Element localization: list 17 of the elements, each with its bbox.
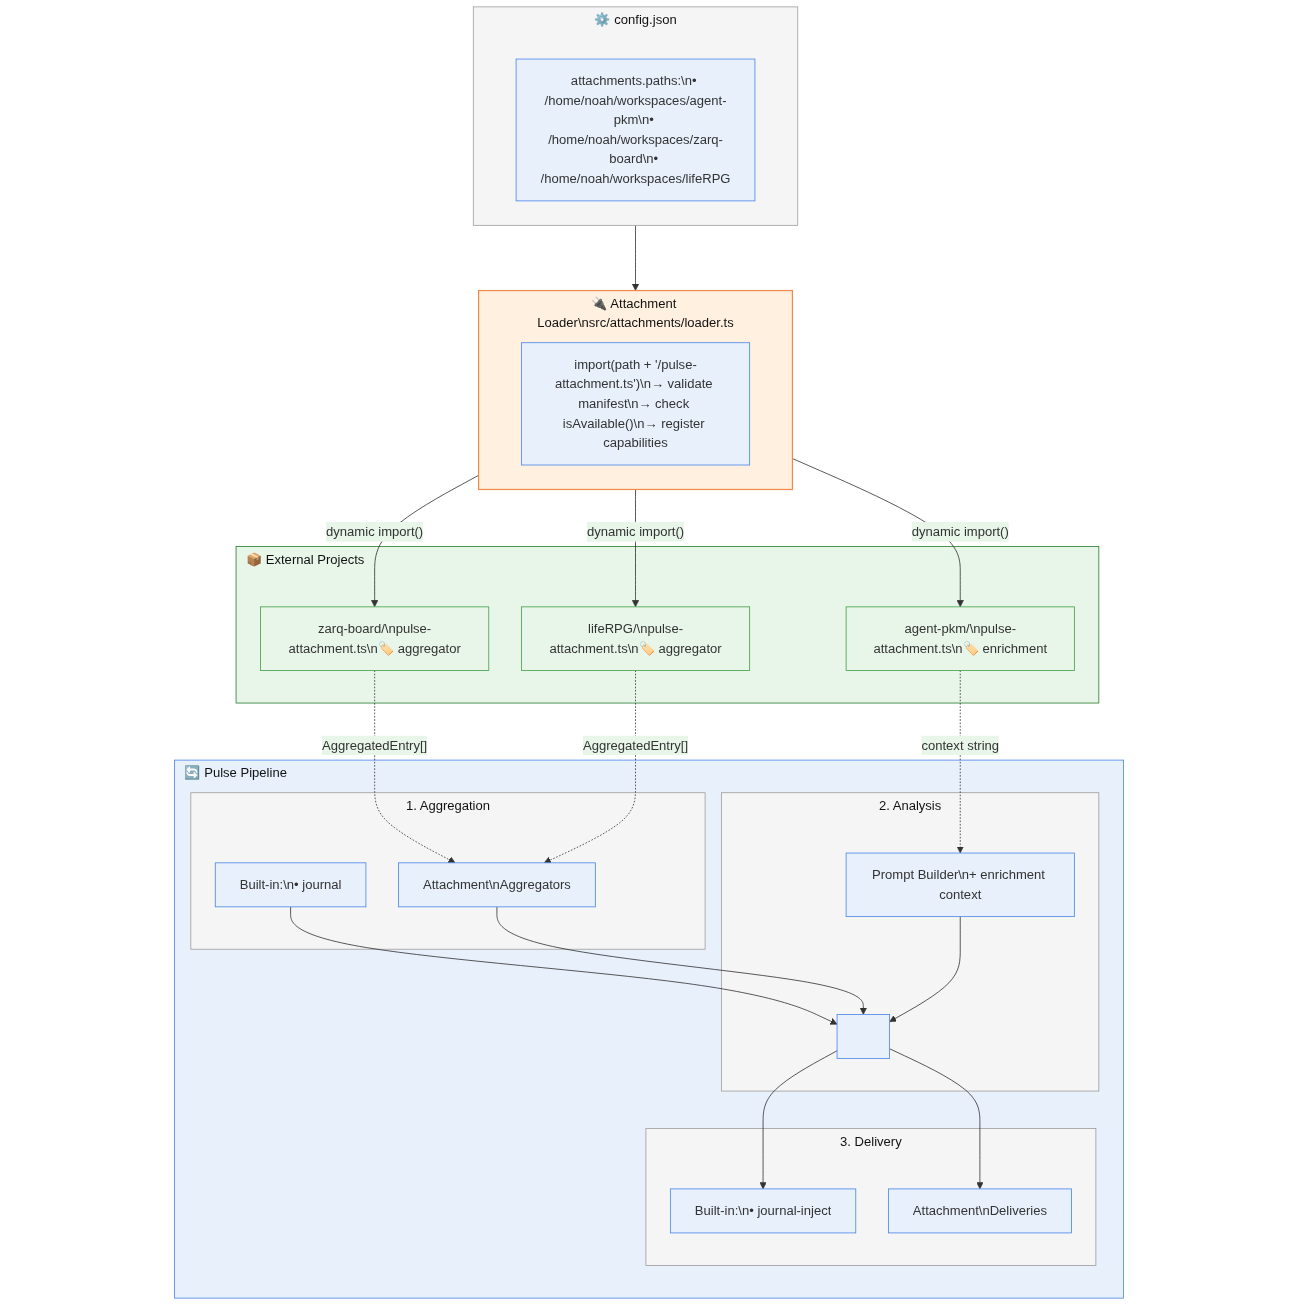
node-box: lifeRPG/\npulse-attachment.ts\n🏷 aggregator xyxy=(521,606,751,671)
edge-label: dynamic import() xyxy=(586,524,685,539)
node-box: import(path + '/pulse-attachment.ts')\n→ validate manifest\n→ check isAvailable()\n→ register capabilities xyxy=(521,342,751,466)
edge-label: dynamic import() xyxy=(326,524,424,539)
node-box: agent-pkm/\npulse-attachment.ts\n🏷 enrichment xyxy=(845,606,1075,671)
edge-label: AggregatedEntry[] xyxy=(582,738,689,752)
node-box: Attachment\nAggregators xyxy=(398,862,596,908)
node-box: zarq-board/\npulse-attachment.ts\n🏷 aggregator xyxy=(260,606,490,671)
node-box: Built-in:\n• journal-inject xyxy=(669,1188,857,1234)
edge-label: dynamic import() xyxy=(911,524,1009,539)
node-box xyxy=(836,1014,890,1059)
node-box: Attachment\nDeliveries xyxy=(888,1188,1072,1234)
node-box: Built-in:\n• journal xyxy=(214,862,367,908)
edge-label: context string xyxy=(921,738,1000,752)
edge-label: AggregatedEntry[] xyxy=(322,738,428,752)
node-box: attachments.paths:\n• /home/noah/workspaces/agent-pkm\n• /home/noah/workspaces/zarq-board\n• /home/noah/workspaces/lifeRPG xyxy=(515,58,756,202)
node-box: Prompt Builder\n+ enrichment context xyxy=(845,852,1075,918)
